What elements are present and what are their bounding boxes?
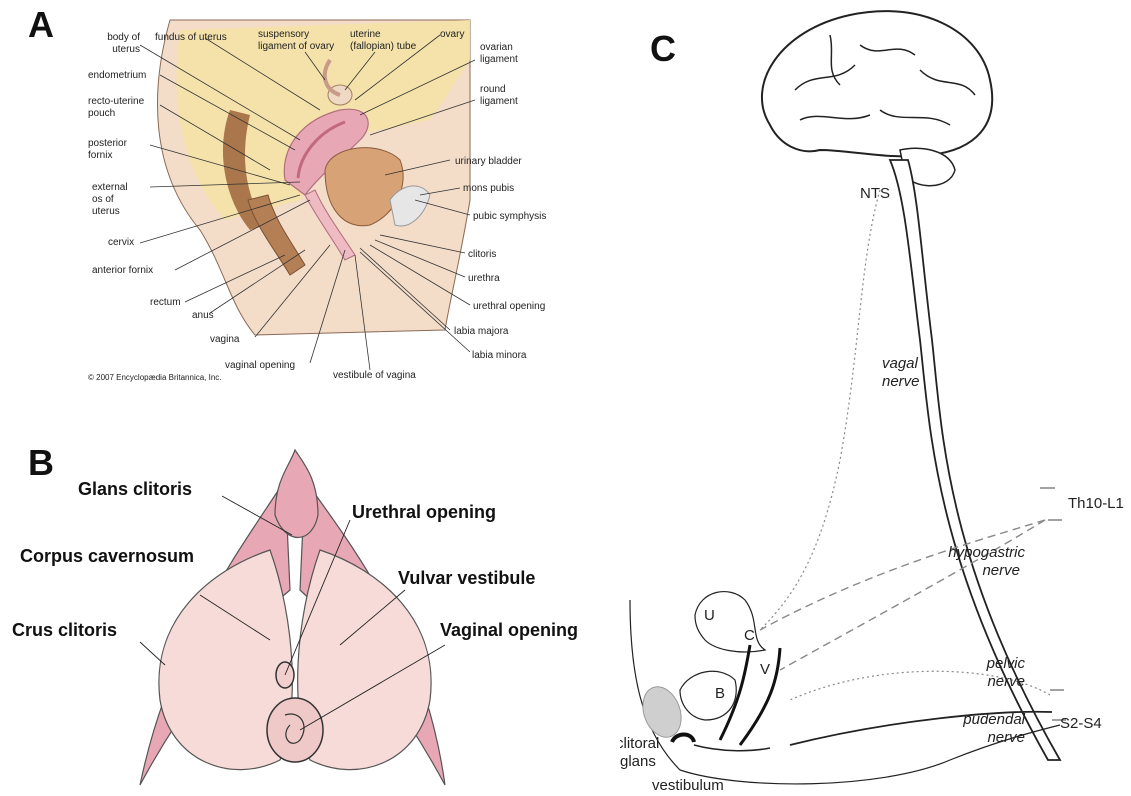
label-urethral-opening: urethral opening bbox=[473, 301, 545, 312]
clitoral-glans-shape bbox=[672, 735, 694, 743]
label-fundus-of-uterus: fundus of uterus bbox=[155, 32, 227, 43]
spinal-cord bbox=[890, 160, 1060, 760]
label-s2-s4: S2-S4 bbox=[1060, 715, 1102, 732]
label-pubic-symphysis: pubic symphysis bbox=[473, 211, 546, 222]
copyright-text: © 2007 Encyclopædia Britannica, Inc. bbox=[88, 373, 222, 382]
vagal-nerve-path bbox=[760, 190, 880, 630]
hypogastric-nerve-branch bbox=[780, 520, 1045, 670]
label-anus: anus bbox=[192, 310, 214, 321]
label-vestibulum: vestibulum bbox=[652, 777, 724, 794]
label-th10-l1: Th10-L1 bbox=[1068, 495, 1124, 512]
panel-b-clitoris-diagram: Glans clitoris Urethral opening Corpus c… bbox=[0, 440, 620, 796]
label-endometrium: endometrium bbox=[88, 70, 146, 81]
label-vaginal-opening: vaginal opening bbox=[225, 360, 295, 371]
label-cervix: cervix bbox=[108, 237, 134, 248]
label-urinary-bladder: urinary bladder bbox=[455, 156, 522, 167]
label-vaginal-opening-b: Vaginal opening bbox=[440, 620, 578, 640]
label-labia-minora: labia minora bbox=[472, 350, 527, 361]
label-corpus-cavernosum: Corpus cavernosum bbox=[20, 546, 194, 566]
label-urethral-opening-b: Urethral opening bbox=[352, 502, 496, 522]
label-vagina: vagina bbox=[210, 334, 240, 345]
label-ovary: ovary bbox=[440, 29, 464, 40]
label-crus-clitoris: Crus clitoris bbox=[12, 620, 117, 640]
label-mons-pubis: mons pubis bbox=[463, 183, 514, 194]
bladder-outline bbox=[680, 671, 736, 720]
spinal-segment-ticks bbox=[1040, 488, 1066, 720]
label-vestibule-of-vagina: vestibule of vagina bbox=[333, 370, 416, 381]
label-b: B bbox=[715, 685, 725, 702]
label-u: U bbox=[704, 607, 715, 624]
label-nts: NTS bbox=[860, 185, 890, 202]
label-vulvar-vestibule: Vulvar vestibule bbox=[398, 568, 535, 588]
glans-clitoris-shape bbox=[275, 450, 318, 538]
label-anterior-fornix: anterior fornix bbox=[92, 265, 153, 276]
vestibulum-line bbox=[694, 745, 770, 751]
label-v: V bbox=[760, 661, 770, 678]
label-c: C bbox=[744, 627, 755, 644]
vaginal-opening-shape bbox=[267, 698, 323, 762]
label-glans-clitoris: Glans clitoris bbox=[78, 479, 192, 499]
label-clitoris: clitoris bbox=[468, 249, 496, 260]
label-urethra: urethra bbox=[468, 273, 500, 284]
label-labia-majora: labia majora bbox=[454, 326, 509, 337]
label-rectum: rectum bbox=[150, 297, 181, 308]
